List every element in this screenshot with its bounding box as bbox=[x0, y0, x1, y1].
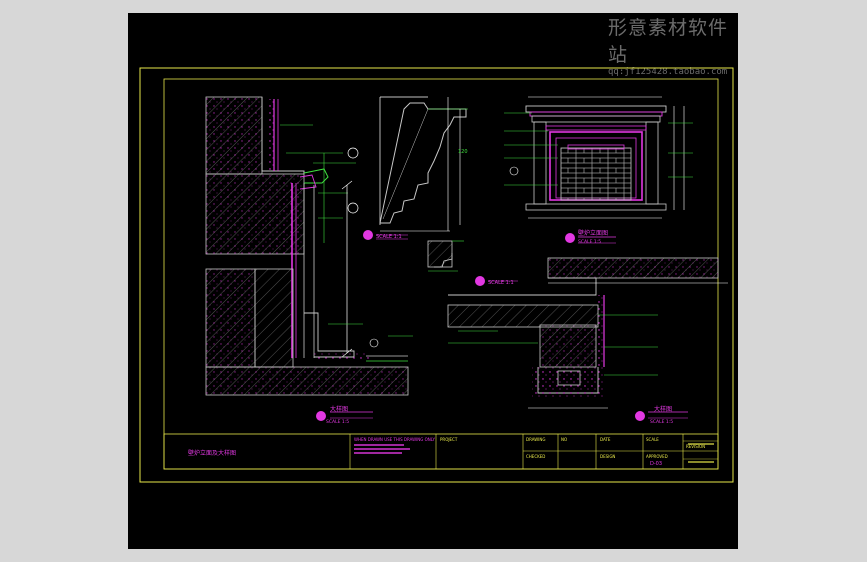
detail-view-d: SCALE 1:1 bbox=[427, 240, 518, 286]
svg-text:120: 120 bbox=[458, 149, 468, 155]
view-d-scale: SCALE 1:1 bbox=[488, 280, 514, 286]
watermark: 形意素材软件站 qq:jf125428.taobao.com bbox=[608, 13, 738, 77]
view-1-scale: SCALE 1:5 bbox=[578, 239, 601, 245]
detail-view-c: 120 SCALE 1:1 bbox=[363, 96, 468, 240]
cad-viewport[interactable]: 形意素材软件站 qq:jf125428.taobao.com bbox=[128, 13, 738, 549]
cell-scale: SCALE bbox=[646, 437, 659, 442]
cell-design: DESIGN bbox=[600, 454, 615, 459]
project-label: PROJECT bbox=[440, 437, 458, 442]
sheet-title: 壁炉立面及大样图 bbox=[188, 449, 236, 457]
watermark-subtitle: qq:jf125428.taobao.com bbox=[608, 67, 728, 77]
cad-drawing: 120 SCALE 1:1 SCALE 1:1 bbox=[139, 67, 734, 483]
detail-view-b bbox=[205, 96, 413, 421]
sheet-frame-outer bbox=[139, 67, 734, 483]
view-a-title: 大样图 bbox=[654, 405, 672, 413]
notes-text: WHEN DRAWN USE THIS DRAWING ONLY bbox=[354, 437, 435, 442]
cell-approved: APPROVED bbox=[646, 454, 668, 459]
cell-revision: REVISION bbox=[686, 444, 705, 449]
cell-date: DATE bbox=[600, 437, 611, 442]
drawing-number: D-03 bbox=[650, 461, 662, 467]
view-b-scale: SCALE 1:5 bbox=[326, 419, 349, 425]
fireplace-elevation-view: 壁炉立面图 SCALE 1:5 bbox=[504, 96, 693, 245]
cell-no: NO bbox=[561, 437, 567, 442]
cell-checked: CHECKED bbox=[526, 454, 545, 459]
cell-drawing: DRAWING bbox=[526, 437, 545, 442]
view-c-scale: SCALE 1:1 bbox=[376, 234, 402, 240]
title-block: 壁炉立面及大样图 WHEN DRAWN USE THIS DRAWING ONL… bbox=[163, 433, 719, 470]
view-1-title: 壁炉立面图 bbox=[578, 229, 608, 237]
watermark-title: 形意素材软件站 bbox=[608, 17, 729, 66]
view-a-scale: SCALE 1:5 bbox=[650, 419, 673, 425]
detail-view-a: 大样图 SCALE 1:5 大样图 SCALE 1:5 bbox=[326, 257, 728, 425]
view-b-title: 大样图 bbox=[330, 405, 348, 413]
